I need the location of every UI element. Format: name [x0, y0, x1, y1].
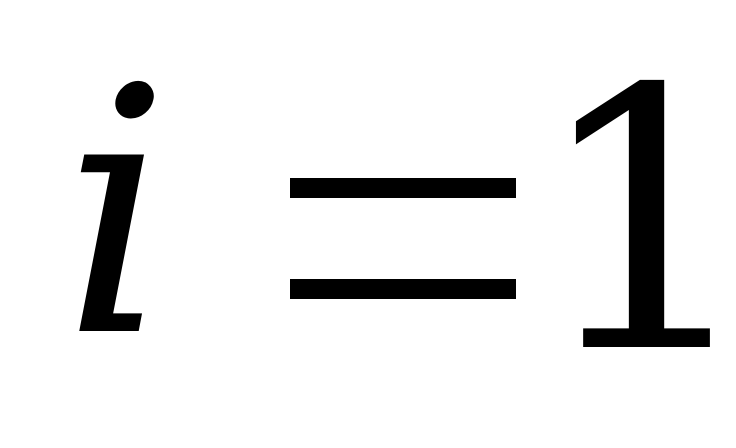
equals-bar-top [290, 178, 516, 198]
number-one: 1 [532, 13, 736, 432]
variable-i: i [62, 16, 171, 412]
equals-sign: = [290, 178, 516, 300]
equals-bar-bottom [290, 279, 516, 299]
